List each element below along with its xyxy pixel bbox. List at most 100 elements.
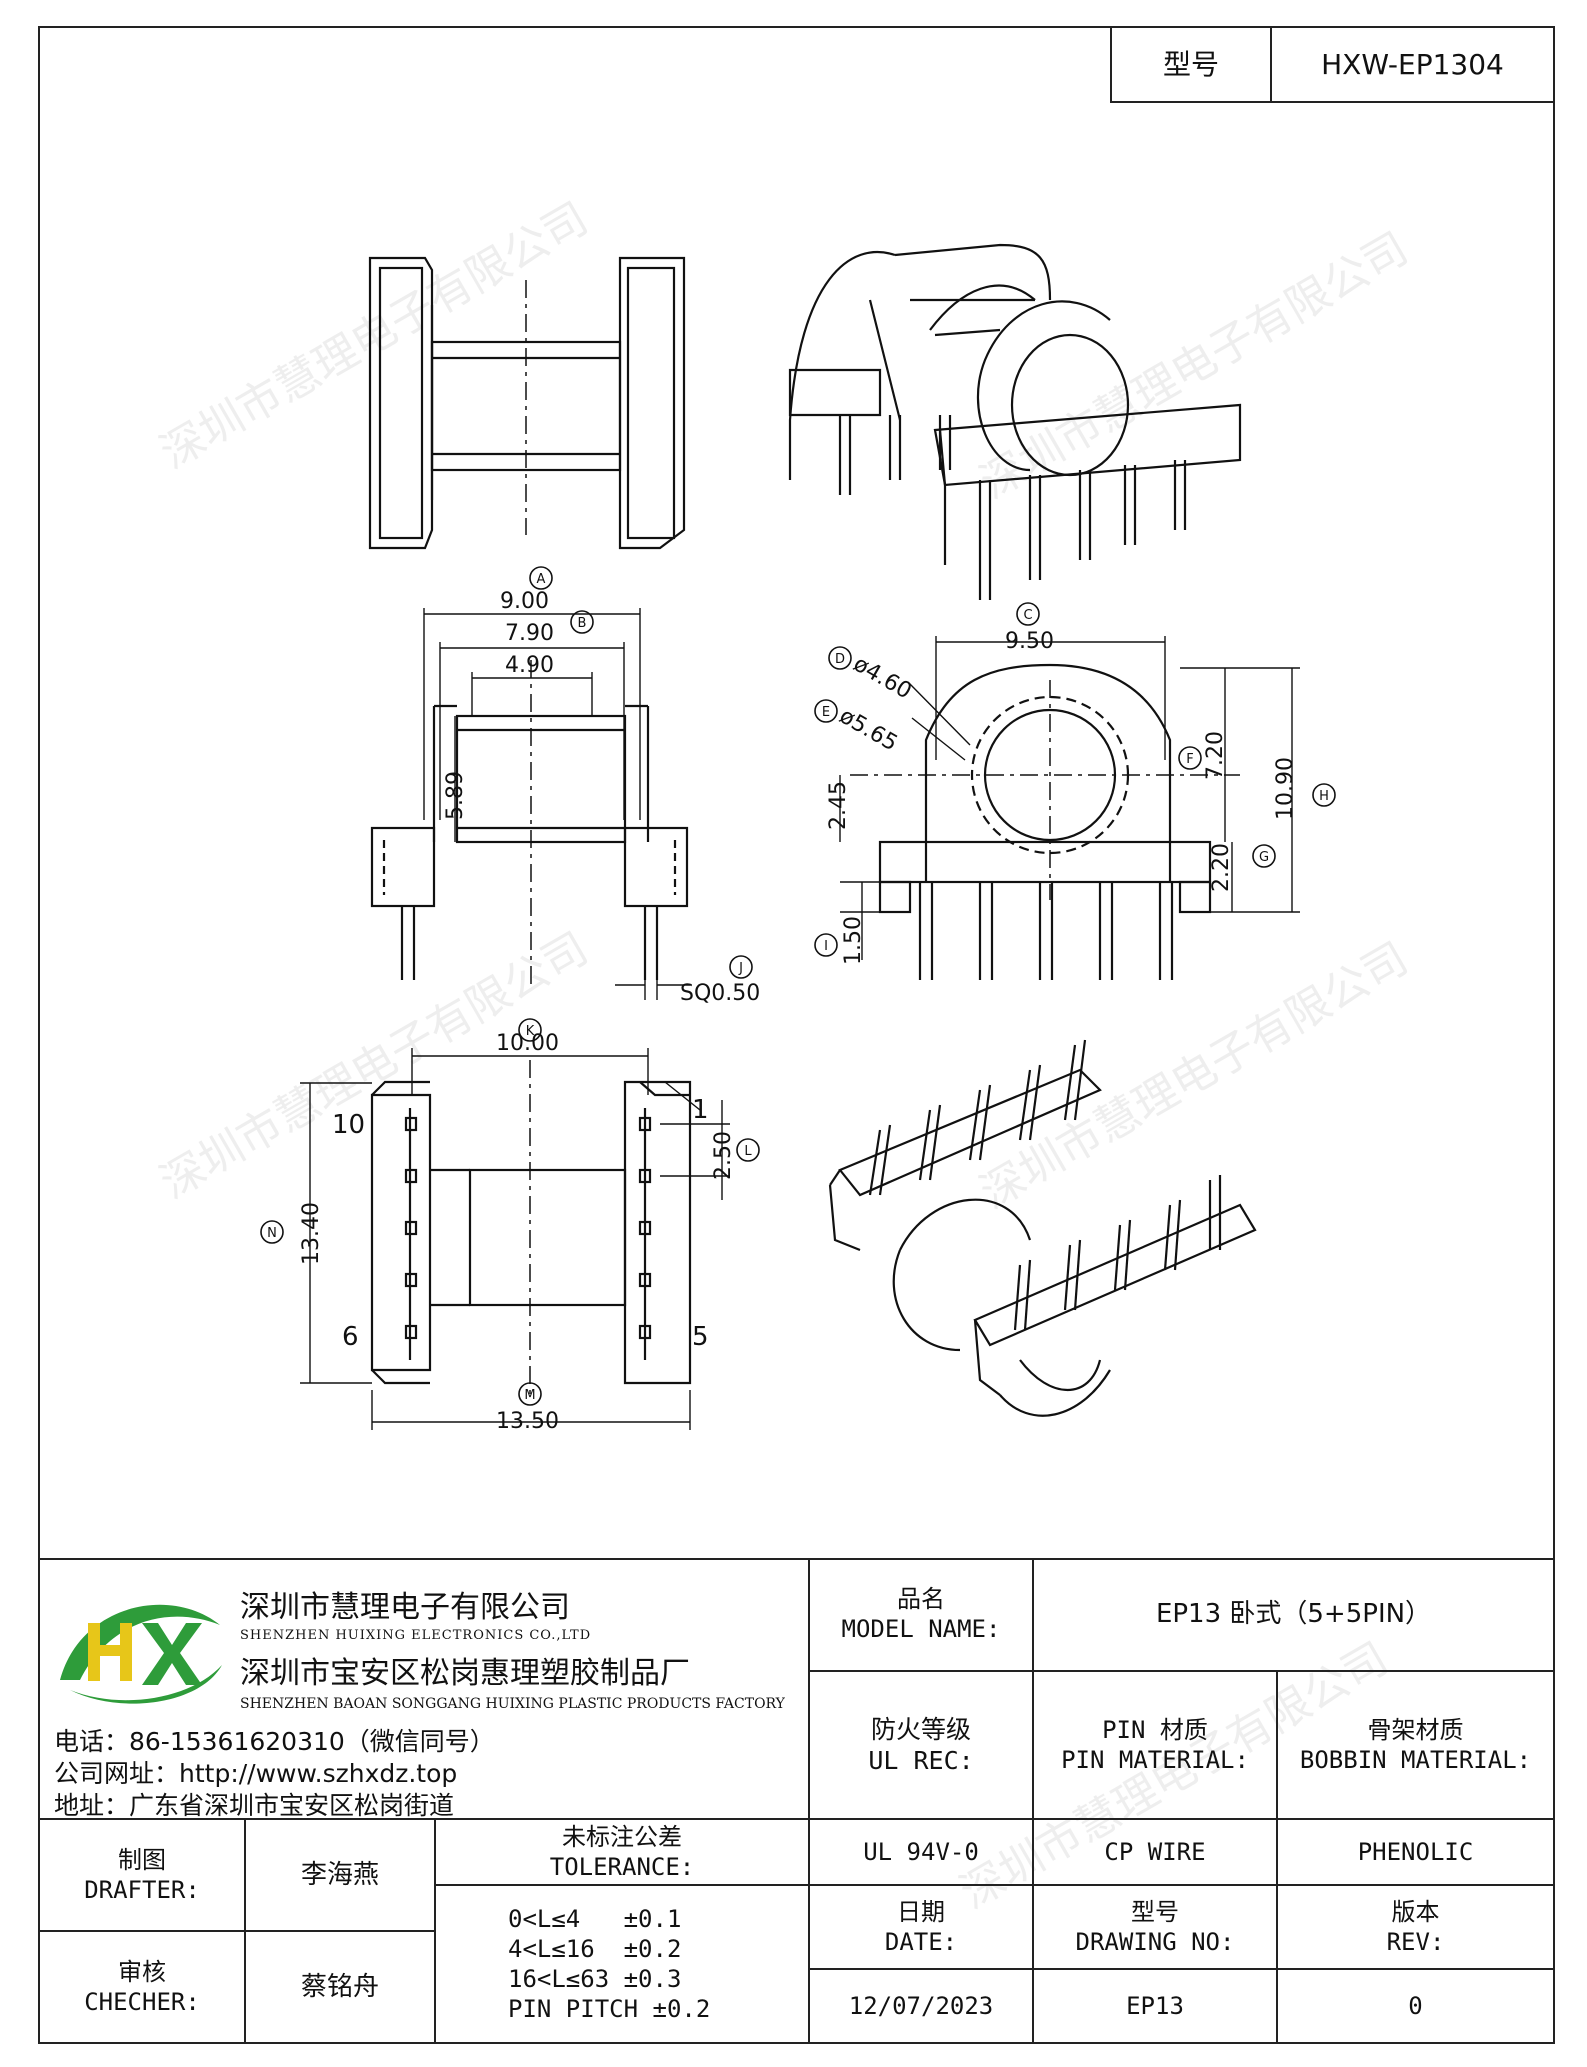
callout-l: L <box>744 1144 752 1159</box>
pin-number-6: 6 <box>342 1322 359 1352</box>
checker-value-cell: 蔡铭舟 <box>244 1930 436 2044</box>
front-view <box>370 608 690 1000</box>
top-view <box>368 256 686 550</box>
dim-d-side: 5.89 <box>443 771 468 820</box>
dim-g: 2.20 <box>1209 843 1234 892</box>
pin-material-label-cell: PIN 材质 PIN MATERIAL: <box>1032 1670 1278 1820</box>
drawing-no-cn: 型号 <box>1131 1898 1179 1926</box>
checker-value: 蔡铭舟 <box>300 1971 379 2002</box>
callout-j: J <box>738 961 743 976</box>
bobbin-material-en: BOBBIN MATERIAL: <box>1299 1746 1532 1774</box>
dim-h: 10.90 <box>1273 757 1298 820</box>
date-label-cell: 日期 DATE: <box>808 1884 1034 1970</box>
callout-i: I <box>824 939 828 954</box>
dim-b: 7.90 <box>505 621 554 646</box>
header-model-label: 型号 <box>1162 48 1219 81</box>
pin-number-10: 10 <box>332 1110 365 1140</box>
rev-en: REV: <box>1386 1928 1445 1956</box>
dim-c-inner: 4.90 <box>505 653 554 678</box>
callout-c: C <box>1023 608 1032 623</box>
checker-en: CHECHER: <box>84 1988 200 2016</box>
factory-name-en: SHENZHEN BAOAN SONGGANG HUIXING PLASTIC … <box>240 1696 785 1712</box>
dim-i: 1.50 <box>841 916 866 965</box>
drafter-value-cell: 李海燕 <box>244 1818 436 1932</box>
callout-n: N <box>267 1226 277 1241</box>
factory-name-cn: 深圳市宝安区松岗惠理塑胶制品厂 <box>240 1656 690 1691</box>
dim-d: ø4.60 <box>849 652 916 705</box>
pin-material-cn: PIN 材质 <box>1102 1716 1208 1744</box>
title-block <box>38 1558 1555 2044</box>
tolerance-line-2: 4<L≤16 ±0.2 <box>508 1935 682 1963</box>
tolerance-line-3: 16<L≤63 ±0.3 <box>508 1965 682 1993</box>
pin-number-1: 1 <box>692 1095 709 1125</box>
dim-j: SQ0.50 <box>680 981 760 1006</box>
rev-value-cell: 0 <box>1276 1968 1555 2044</box>
drawing-no-label-cell: 型号 DRAWING NO: <box>1032 1884 1278 1970</box>
header-model-value-cell: HXW-EP1304 <box>1270 26 1555 103</box>
ul-label-en: UL REC: <box>868 1746 974 1775</box>
drafter-en: DRAFTER: <box>84 1876 200 1904</box>
date-cn: 日期 <box>897 1898 945 1926</box>
dim-m: 13.50 <box>496 1409 559 1434</box>
pin-material-en: PIN MATERIAL: <box>1061 1746 1249 1774</box>
company-phone: 电话：86-15361620310（微信同号） <box>54 1727 495 1756</box>
drafter-value: 李海燕 <box>300 1859 379 1890</box>
dim-e: ø5.65 <box>835 704 902 757</box>
tolerance-line-4: PIN PITCH ±0.2 <box>508 1995 711 2023</box>
company-address: 地址：广东省深圳市宝安区松岗街道 <box>54 1791 455 1820</box>
company-name-en: SHENZHEN HUIXING ELECTRONICS CO.,LTD <box>240 1628 592 1643</box>
ul-value: UL 94V-0 <box>863 1838 979 1866</box>
model-name-en: MODEL NAME: <box>841 1615 1001 1643</box>
model-name-label-cell: 品名 MODEL NAME: <box>808 1558 1034 1672</box>
dim-l: 2.50 <box>711 1131 736 1180</box>
callout-f: F <box>1186 752 1193 767</box>
rev-cn: 版本 <box>1391 1898 1440 1926</box>
bobbin-material-value-cell: PHENOLIC <box>1276 1818 1555 1886</box>
header-model-value: HXW-EP1304 <box>1321 48 1504 81</box>
pin-material-value-cell: CP WIRE <box>1032 1818 1278 1886</box>
callout-b: B <box>578 616 587 631</box>
callout-d: D <box>835 652 845 667</box>
isometric-view-bottom <box>828 1039 1257 1417</box>
date-value: 12/07/2023 <box>848 1992 994 2020</box>
tolerance-line-1: 0<L≤4 ±0.1 <box>508 1905 682 1933</box>
dim-f: 7.20 <box>1203 731 1228 780</box>
tolerance-en: TOLERANCE: <box>549 1853 695 1881</box>
dim-245: 2.45 <box>826 781 851 830</box>
company-website: 公司网址：http://www.szhxdz.top <box>54 1759 458 1788</box>
callout-m: M <box>524 1388 535 1403</box>
bobbin-material-label-cell: 骨架材质 BOBBIN MATERIAL: <box>1276 1670 1555 1820</box>
technical-drawing: A B C D E F H G I J K L N M 9.00 7.90 4.… <box>260 243 1336 1434</box>
drawing-no-en: DRAWING NO: <box>1075 1928 1235 1956</box>
bottom-view <box>300 1048 730 1430</box>
dim-n: 13.40 <box>299 1202 324 1265</box>
isometric-view-top <box>788 243 1242 600</box>
dim-c: 9.50 <box>1005 629 1054 654</box>
company-logo <box>60 1604 222 1704</box>
rev-label-cell: 版本 REV: <box>1276 1884 1555 1970</box>
callout-k: K <box>526 1024 535 1039</box>
pin-number-5: 5 <box>692 1322 709 1352</box>
callout-h: H <box>1319 789 1329 804</box>
tolerance-label-cell: 未标注公差 TOLERANCE: <box>434 1818 810 1886</box>
ul-value-cell: UL 94V-0 <box>808 1818 1034 1886</box>
model-name-value-cell: EP13 卧式（5+5PIN） <box>1032 1558 1555 1672</box>
bobbin-material-value: PHENOLIC <box>1357 1838 1474 1866</box>
drafter-label-cell: 制图 DRAFTER: <box>38 1818 246 1932</box>
tolerance-cn: 未标注公差 <box>562 1823 682 1851</box>
callout-g: G <box>1259 850 1269 865</box>
dim-k: 10.00 <box>496 1031 559 1056</box>
ul-label-cell: 防火等级 UL REC: <box>808 1670 1034 1820</box>
date-en: DATE: <box>884 1928 958 1956</box>
drawing-no-value-cell: EP13 <box>1032 1968 1278 2044</box>
callout-e: E <box>822 705 830 720</box>
drawing-no-value: EP13 <box>1126 1992 1184 2020</box>
date-value-cell: 12/07/2023 <box>808 1968 1034 2044</box>
model-name-value: EP13 卧式（5+5PIN） <box>1155 1598 1432 1629</box>
pin-material-value: CP WIRE <box>1104 1838 1206 1866</box>
checker-cn: 审核 <box>118 1958 166 1986</box>
dim-a: 9.00 <box>500 589 549 614</box>
bobbin-material-cn: 骨架材质 <box>1367 1716 1464 1744</box>
side-view <box>839 636 1300 980</box>
rev-value: 0 <box>1408 1992 1423 2020</box>
